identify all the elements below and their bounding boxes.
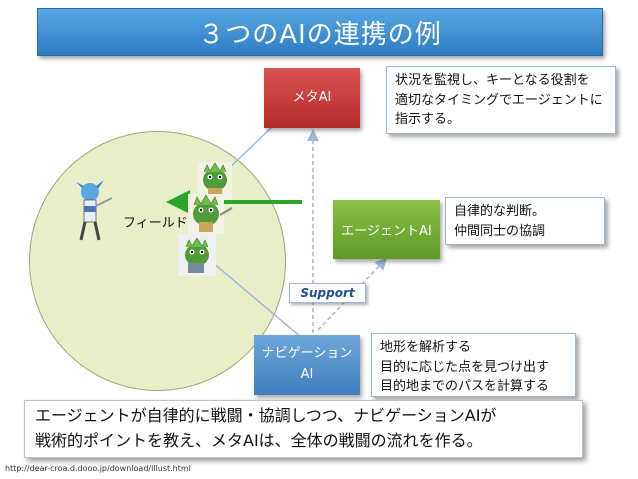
agent-ai-box: エージェントAI [333,200,440,259]
meta-to-field-line [224,126,273,173]
characters-group [76,162,233,276]
meta-ai-box: メタAI [264,68,360,128]
nav-ai-note-line: 地形を解析する [380,340,472,355]
agent-ai-note-line: 自律的な判断。 [454,204,546,219]
field-label: フィールド [123,216,188,231]
nav-to-field-line [211,261,303,339]
summary-line: エージェントが自律的に戦闘・協調しつつ、ナビゲーションAIが [35,406,497,425]
meta-ai-note-line: 状況を監視し、キーとなる役割を [395,73,590,88]
nav-ai-note-line: 目的に応じた点を見つけ出す [380,359,550,375]
source-url: http://dear-croa.d.dooo.jp/download/illu… [5,464,191,473]
meta-ai-note-line: 指示する。 [395,112,461,127]
nav-ai-note-line: 目的地までのパスを計算する [380,379,550,394]
agent-ai-note-line: 仲間同士の協調 [454,223,546,239]
nav-ai-label-line: AI [300,367,314,382]
green-monster-icon [198,162,232,200]
page-title: ３つのAIの連携の例 [37,8,603,56]
green-monster-icon [178,234,216,276]
nav-to-agent-dashed-arrow [317,257,388,331]
summary-line: 戦術的ポイントを教え、メタAIは、全体の戦闘の流れを作る。 [35,430,483,450]
nav-ai-note: 地形を解析する 目的に応じた点を見つけ出す 目的地までのパスを計算する [371,333,576,397]
support-label: Support [289,283,366,303]
hero-character-icon [76,180,113,241]
meta-ai-note: 状況を監視し、キーとなる役割を 適切なタイミングでエージェントに 指示する。 [386,66,616,134]
meta-ai-note-line: 適切なタイミングでエージェントに [395,92,603,108]
summary-banner: エージェントが自律的に戦闘・協調しつつ、ナビゲーションAIが 戦術的ポイントを教… [24,400,583,458]
green-monster-icon [188,194,233,234]
agent-ai-note: 自律的な判断。 仲間同士の協調 [445,197,605,245]
nav-ai-box: ナビゲーション AI [254,335,360,395]
field-area [29,131,286,391]
nav-ai-label-line: ナビゲーション [261,346,353,362]
